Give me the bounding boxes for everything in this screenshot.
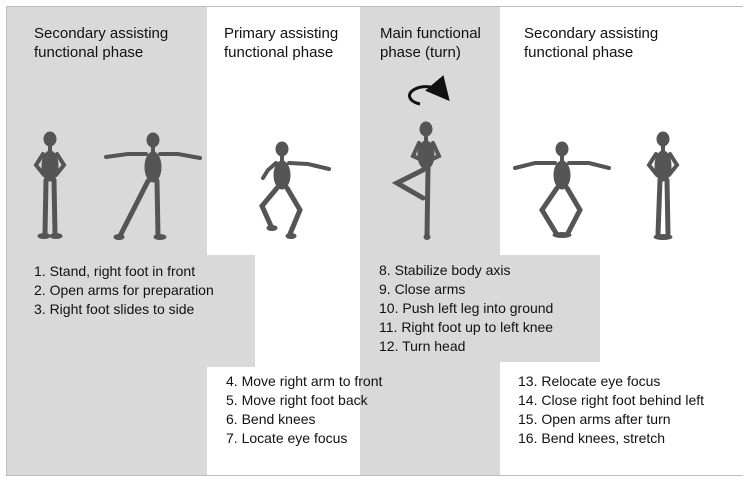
phase-heading-4: Secondary assisting functional phase [524,25,659,61]
step-item: 11. Right foot up to left knee [379,319,554,335]
steps-list-2: 4. Move right arm to front 5. Move right… [226,372,382,448]
mannequin-figure-6 [646,131,680,240]
steps-box-4 [500,367,743,473]
step-item: 9. Close arms [379,281,466,297]
step-item: 15. Open arms after turn [518,411,671,427]
phase-heading-1: Secondary assisting functional phase [34,25,169,61]
mannequin-figure-2 [104,132,202,240]
phase-heading-2: Primary assisting functional phase [224,25,339,61]
steps-box-3-extension [500,255,600,362]
rotation-arrow-icon [408,75,450,106]
mannequin-figure-1 [33,131,67,239]
steps-box-1-extension [207,255,255,367]
steps-list-1: 1. Stand, right foot in front 2. Open ar… [34,262,214,319]
mannequin-figure-5 [513,141,611,238]
step-item: 16. Bend knees, stretch [518,430,666,446]
step-item: 7. Locate eye focus [226,430,348,446]
step-item: 14. Close right foot behind left [518,392,705,408]
step-item: 6. Bend knees [226,411,316,427]
step-item: 13. Relocate eye focus [518,373,661,389]
steps-box-2 [207,367,360,473]
steps-list-3: 8. Stabilize body axis 9. Close arms 10.… [379,261,553,356]
phase-column-1 [7,7,207,475]
mannequin-figure-4 [391,121,442,240]
step-item: 1. Stand, right foot in front [34,263,196,279]
step-item: 12. Turn head [379,338,466,354]
step-item: 3. Right foot slides to side [34,301,195,317]
step-item: 5. Move right foot back [226,392,368,408]
mannequin-figure-3 [259,141,331,239]
steps-list-4: 13. Relocate eye focus 14. Close right f… [518,372,704,448]
step-item: 10. Push left leg into ground [379,300,554,316]
step-item: 2. Open arms for preparation [34,282,214,298]
step-item: 4. Move right arm to front [226,373,383,389]
phase-heading-3: Main functional phase (turn) [380,25,481,61]
step-item: 8. Stabilize body axis [379,262,511,278]
